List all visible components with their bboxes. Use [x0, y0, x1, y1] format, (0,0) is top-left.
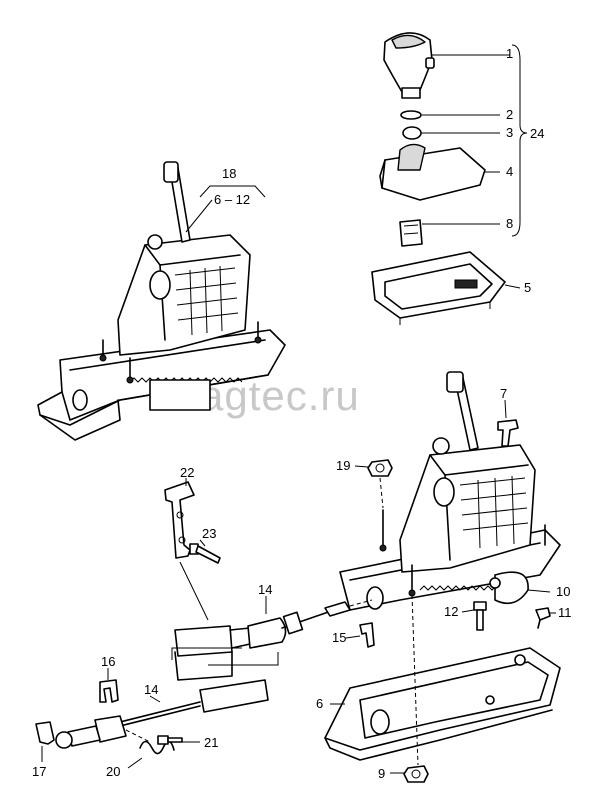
callout-14-lower: 14 — [144, 682, 158, 697]
shifter-assembly-exploded — [339, 371, 561, 611]
clip-16 — [99, 679, 119, 703]
callout-4: 4 — [506, 164, 513, 179]
cable-14-lower — [55, 679, 269, 749]
callout-12: 12 — [444, 604, 458, 619]
ring-2 — [400, 110, 422, 120]
callout-10: 10 — [556, 584, 570, 599]
callout-17: 17 — [32, 764, 46, 779]
callout-20: 20 — [106, 764, 120, 779]
bolt-12 — [473, 601, 487, 631]
nut-9 — [403, 765, 429, 783]
bolt-21 — [157, 735, 183, 745]
spring-clip-20 — [139, 740, 175, 755]
cable-14-upper — [174, 601, 351, 681]
callout-15: 15 — [332, 630, 346, 645]
surround-frame-5 — [371, 251, 506, 325]
cable-break-lines — [171, 647, 279, 666]
callout-6: 6 — [316, 696, 323, 711]
shift-boot — [379, 143, 486, 201]
shifter-assembly-top — [37, 161, 286, 441]
clip-15 — [359, 622, 375, 648]
callout-16: 16 — [101, 654, 115, 669]
cable-to-clip-line — [125, 729, 151, 743]
callout-9: 9 — [378, 766, 385, 781]
callout-18-bracket — [199, 185, 266, 198]
callout-24-brace — [511, 44, 528, 237]
clip-7 — [497, 419, 519, 447]
bracket-assembly-line — [179, 561, 209, 621]
callout-5: 5 — [524, 280, 531, 295]
ring-3 — [402, 126, 422, 140]
callout-3: 3 — [506, 125, 513, 140]
callout-1: 1 — [506, 46, 513, 61]
callout-18: 18 — [222, 166, 236, 181]
callout-14-upper: 14 — [258, 582, 272, 597]
boot-frame-8 — [399, 219, 423, 247]
callout-24: 24 — [530, 126, 544, 141]
lower-housing-6 — [324, 647, 561, 761]
callout-21: 21 — [204, 735, 218, 750]
nut-19 — [367, 459, 393, 477]
callout-2: 2 — [506, 107, 513, 122]
bolt-23 — [189, 543, 221, 564]
shift-knob — [383, 32, 435, 99]
assembly-line-6 — [411, 594, 419, 766]
callout-8: 8 — [506, 216, 513, 231]
clip-17 — [35, 721, 55, 745]
callout-22: 22 — [180, 465, 194, 480]
callout-7: 7 — [500, 386, 507, 401]
screw-11 — [535, 607, 551, 629]
callout-18-range: 6 – 12 — [214, 192, 250, 207]
callout-19: 19 — [336, 458, 350, 473]
callout-23: 23 — [202, 526, 216, 541]
callout-11: 11 — [558, 605, 572, 620]
